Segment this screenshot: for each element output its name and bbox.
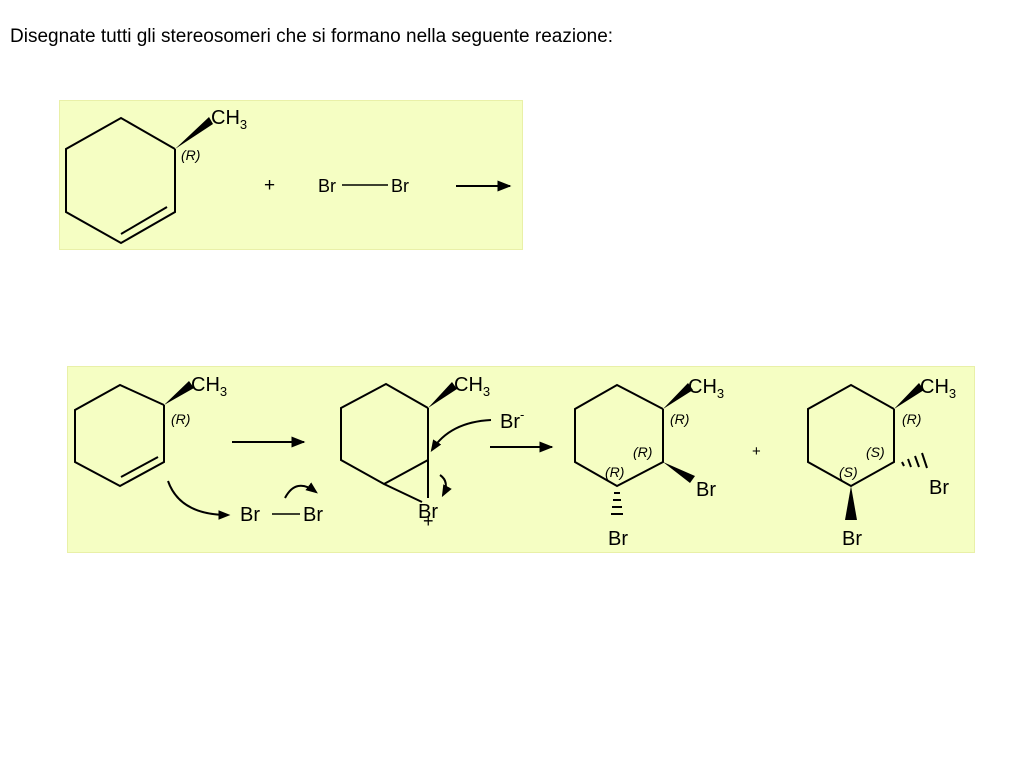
product2-br-down: Br [842,528,862,550]
wedge-bond-top [175,117,213,149]
product2-ring [807,383,895,488]
methyl-label-product2: CH3 [920,376,956,401]
stereo-label-top: (R) [181,147,200,163]
methyl-label-top: CH3 [211,107,247,132]
plus-sign-bottom: + [752,443,761,460]
stereo-label-product2-c3: (S) [839,464,858,480]
methyl-label-bromonium: CH3 [454,374,490,399]
cyclohexene-top [65,116,176,245]
hashed-bond-product1-br [611,492,623,515]
mechanism-panel-bottom [67,366,975,553]
bromonium-charge: + [423,511,434,531]
stereo-label-product1-c1: (R) [670,411,689,427]
br2-left-bottom: Br [240,504,260,526]
stereo-label-start: (R) [171,411,190,427]
curved-arrow-ring-open [439,474,452,498]
stereo-label-product1-c2: (R) [633,444,652,460]
methyl-label-start: CH3 [191,374,227,399]
bromide-ion: Br- [500,407,524,433]
page-title: Disegnate tutti gli stereosomeri che si … [10,26,614,47]
wedge-bond-product2-methyl [894,383,924,409]
stereo-label-product2-c2: (S) [866,444,885,460]
curved-arrow-bromide-attack [430,419,492,453]
bromine-right-top: Br [391,176,409,196]
br2-right-bottom: Br [303,504,323,526]
methyl-label-product1: CH3 [688,376,724,401]
bromine-left-top: Br [318,176,336,196]
product2-br-side: Br [929,477,949,499]
hashed-bond-product2-br-side [901,452,928,469]
curved-arrow-pi-to-br [167,480,231,520]
cyclohexene-start [74,383,165,488]
stereo-label-product1-c3: (R) [605,464,624,480]
wedge-bond-product1-br [663,462,695,483]
wedge-bond-product2-br-down [845,486,857,520]
curved-arrow-br-br [284,482,318,499]
product1-br-side: Br [696,479,716,501]
bromonium-ring [340,382,429,503]
plus-sign-top: + [264,175,275,196]
wedge-bond-bromonium [428,382,457,408]
wedge-bond-product1-methyl [663,383,693,409]
stereo-label-product2-c1: (R) [902,411,921,427]
bromonium-br: Br [418,501,438,523]
product1-br-down: Br [608,528,628,550]
wedge-bond-start [164,381,194,405]
